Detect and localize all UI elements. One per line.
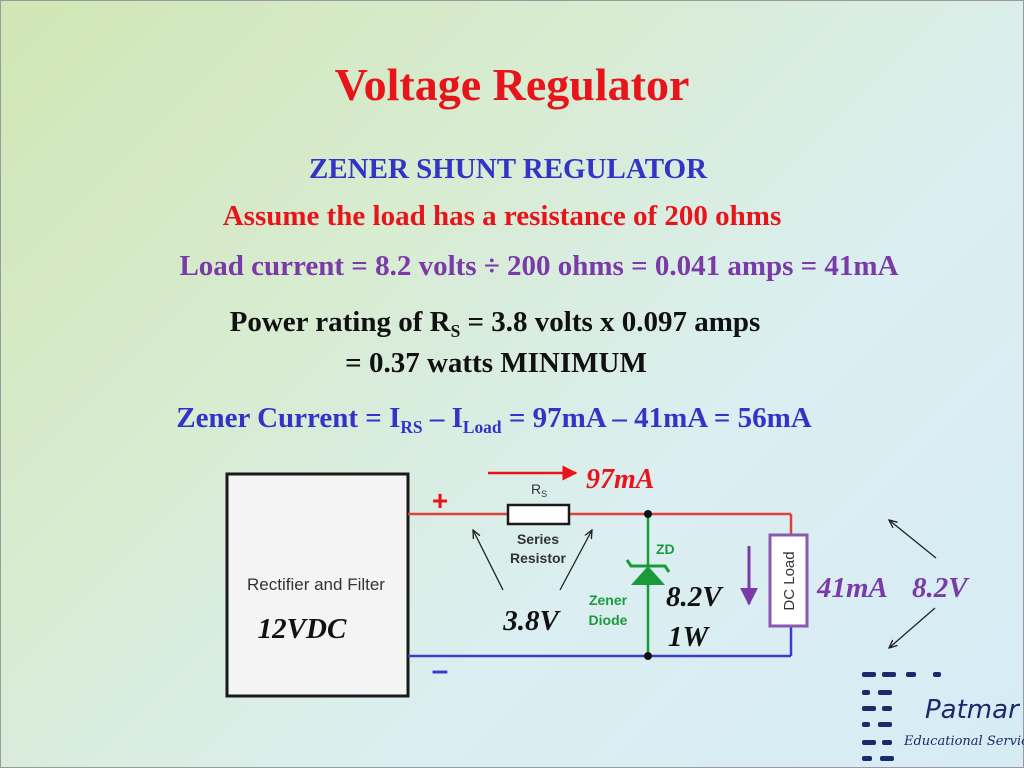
series-resistor [506,503,571,526]
slide-subtitle: ZENER SHUNT REGULATOR [308,153,708,185]
logo-dots-icon [862,672,941,761]
zener-suffix: = 97mA – 41mA = 56mA [501,402,812,434]
zener-prefix: Zener Current = I [176,402,401,434]
plus-sign: + [432,485,448,516]
rs-label: RS [531,481,547,499]
power-prefix: Power rating of R [229,306,451,338]
zener-voltage-label: 8.2V [666,581,724,613]
patmar-logo: Patmar Educational Services [862,672,1024,761]
load-current-equation: Load current = 8.2 volts ÷ 200 ohms = 0.… [179,250,899,282]
zener-label-1: Zener [589,592,628,608]
logo-tagline: Educational Services [903,734,1024,749]
series-current-label: 97mA [586,464,654,495]
zener-power-label: 1W [668,621,711,653]
supply-voltage-label: 12VDC [258,613,347,645]
junction-top [644,510,652,518]
power-subscript: S [450,321,461,342]
zener-diode-symbol [631,566,665,585]
load-current-label: 41mA [816,572,888,604]
dc-load-box [768,533,809,628]
zener-subscript-load: Load [462,417,502,438]
power-suffix: = 3.8 volts x 0.097 amps [460,306,761,338]
zener-mid: – I [422,402,463,434]
assumption-text: Assume the load has a resistance of 200 … [222,200,782,232]
series-label-2: Resistor [510,550,567,566]
power-rating-line-1: Power rating of RS = 3.8 volts x 0.097 a… [0,306,1007,342]
zener-current-equation: Zener Current = IRS – ILoad = 97mA – 41m… [0,402,1006,438]
resistor-voltage-arrow-right [559,530,592,591]
slide-title: Voltage Regulator [334,59,690,110]
dc-load-label: DC Load [781,551,798,610]
load-voltage-label: 8.2V [912,572,970,604]
zener-subscript-rs: RS [400,417,423,438]
logo-name: Patmar [925,695,1021,725]
power-rating-line-2: = 0.37 watts MINIMUM [345,347,647,379]
rectifier-label: Rectifier and Filter [247,575,385,594]
zd-label: ZD [656,541,675,557]
zener-diode-bar [625,559,671,573]
load-voltage-arrow-up [889,520,937,559]
junction-bottom [644,652,652,660]
load-voltage-arrow-down [889,607,936,648]
zener-label-2: Diode [589,612,628,628]
resistor-voltage-label: 3.8V [502,605,561,637]
series-label-1: Series [517,531,559,547]
rectifier-filter-box [225,472,410,698]
resistor-voltage-arrow-left [473,530,504,591]
minus-sign: – [432,654,449,687]
rs-label-sub: S [541,489,547,499]
rs-label-main: R [531,481,541,497]
